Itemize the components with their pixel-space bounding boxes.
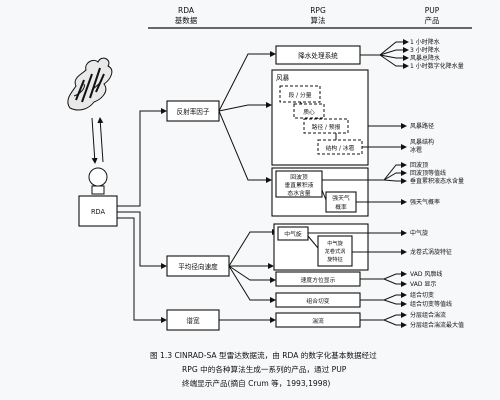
reflectivity-label: 反射率因子 — [177, 107, 210, 116]
caption-line1: 图 1.3 CINRAD-SA 型雷达数据流，由 RDA 的数字化基本数据经过 — [150, 350, 377, 360]
pup-combined-shear: 组合切变 — [410, 291, 434, 299]
tvs-box — [317, 235, 353, 267]
edge-meso-tvs — [307, 235, 319, 249]
caption-line3: 终端显示产品(摘自 Crum 等，1993,1998) — [182, 378, 330, 388]
pup-precip-storm-total: 风暴总降水 — [410, 54, 440, 62]
tvs-line3: 旋特征 — [327, 255, 343, 263]
edge-refl-storm — [218, 102, 272, 112]
header-rda-line1: RDA — [178, 6, 195, 15]
figure-caption: 图 1.3 CINRAD-SA 型雷达数据流，由 RDA 的数字化基本数据经过 … — [150, 350, 377, 388]
storm-structure-label: 结构 / 冰雹 — [326, 144, 355, 152]
pup-mesocyclone: 中气旋 — [410, 229, 428, 237]
storm-group-label: 风暴 — [276, 74, 290, 82]
edge-rda-reflectivity — [117, 108, 167, 207]
pup-precip-1h: 1 小时降水 — [410, 38, 440, 46]
rda-label: RDA — [91, 208, 106, 216]
pup-vad-display: VAD 显示 — [410, 281, 436, 288]
edge-refl-echo — [218, 110, 272, 183]
header-pup-line2: 产品 — [425, 15, 440, 25]
shear-label: 组合切变 — [306, 297, 329, 305]
turbulence-label: 湍流 — [312, 317, 324, 325]
edge-refl-precip — [218, 51, 276, 112]
tvs-line2: 龙卷式涡 — [325, 247, 346, 255]
edge-vel-meso — [228, 229, 278, 267]
vil-label-line1: 垂直累积液 — [285, 181, 314, 189]
echo-vil-box — [275, 170, 323, 198]
pup-precip-3h: 3 小时降水 — [410, 46, 440, 54]
pup-precip-digital: 1 小时数字化降水量 — [410, 62, 464, 70]
tvs-line1: 中气旋 — [327, 239, 343, 247]
storm-track-box — [303, 118, 349, 134]
pup-turbulence-max: 分层组合湍流最大值 — [410, 321, 464, 329]
header-rda-line2: 基数据 — [175, 15, 198, 25]
header-rpg-line2: 算法 — [311, 15, 326, 25]
echo-top-label: 回波顶 — [290, 173, 308, 181]
pup-vil: 垂直累积液态水含量 — [410, 177, 464, 185]
header-pup-line1: PUP — [425, 6, 440, 15]
spectrum-label: 谱宽 — [186, 316, 200, 325]
meso-label: 中气旋 — [284, 230, 302, 238]
pup-echo-top: 回波顶 — [410, 161, 428, 169]
header-rpg-line1: RPG — [310, 6, 326, 15]
storm-centroid-box — [293, 103, 325, 119]
beam-down-arrow — [91, 117, 98, 164]
pup-combined-shear-contour: 组合切变等值线 — [410, 300, 452, 308]
precip-processing-label: 降水处理系统 — [298, 51, 338, 60]
storm-substep-links — [299, 101, 337, 140]
pup-tvs: 龙卷式涡旋特征 — [410, 248, 452, 256]
output-edges — [308, 39, 409, 328]
edge-vil-severe — [321, 189, 327, 201]
storm-track-label: 路径 / 预报 — [312, 123, 341, 131]
edge-rda-velocity — [117, 211, 167, 269]
vad-label: 速度方位显示 — [301, 276, 336, 284]
pup-storm-track: 风暴路径 — [410, 122, 434, 130]
pup-turbulence: 分层组合湍流 — [410, 311, 446, 319]
vil-label-line2: 态水含量 — [287, 189, 310, 197]
column-headers: RDA 基数据 RPG 算法 PUP 产品 — [148, 6, 472, 29]
beam-up-arrow — [97, 117, 104, 163]
radar-dome-icon — [88, 167, 108, 195]
storm-centroid-label: 质心 — [303, 108, 315, 116]
severe-prob-line2: 概率 — [335, 203, 347, 211]
pup-storm-structure: 风暴结构 — [410, 138, 434, 146]
pup-hail: 冰雹 — [410, 146, 422, 154]
storm-identify-label: 段 / 分量 — [288, 91, 311, 99]
pup-severe-prob: 强天气概率 — [410, 198, 440, 206]
edge-vel-shear — [228, 265, 276, 303]
storm-cloud-icon — [67, 57, 113, 111]
severe-prob-line1: 强天气 — [332, 194, 350, 202]
edge-vel-vad — [228, 265, 276, 283]
pup-products: 1 小时降水 3 小时降水 风暴总降水 1 小时数字化降水量 风暴路径 风暴结构… — [410, 38, 464, 329]
rda-box — [78, 195, 118, 227]
edge-rda-spectrum — [117, 217, 167, 323]
velocity-label: 平均径向速度 — [178, 262, 218, 271]
pup-vad-profile: VAD 风廓线 — [410, 270, 442, 278]
pup-echo-top-contour: 回波顶等值线 — [410, 169, 446, 177]
caption-line2: RPG 中的各种算法生成一系列的产品，通过 PUP — [182, 364, 347, 374]
